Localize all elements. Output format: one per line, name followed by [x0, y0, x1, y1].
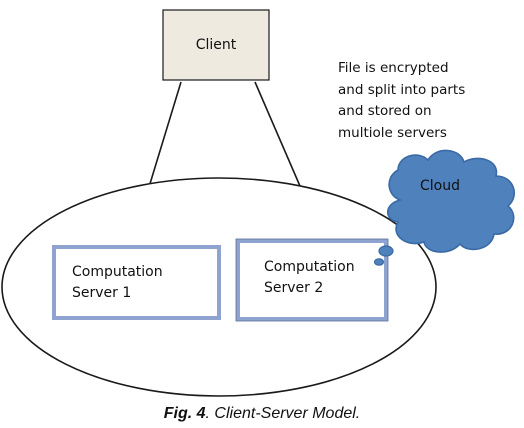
figure-caption: Fig. 4. Client-Server Model.: [0, 405, 524, 423]
client-label: Client: [195, 37, 237, 53]
server-2-label: Computation Server 2: [264, 257, 355, 299]
server-2-box-outline: [235, 238, 389, 322]
server-2-label-line1: Computation: [264, 259, 355, 275]
server-1-box: [52, 245, 221, 320]
client-connector-left: [148, 81, 182, 188]
cloud-icon: [373, 149, 516, 266]
note-line: and split into parts: [338, 81, 466, 98]
server-1-label-line2: Server 1: [72, 285, 132, 301]
figure-number: Fig. 4: [163, 405, 206, 422]
cloud-label: Cloud: [420, 178, 460, 194]
server-1-label: Computation Server 1: [72, 262, 163, 304]
client-connector-right: [254, 81, 304, 194]
note-line: File is encrypted: [338, 60, 449, 76]
server-2-label-line2: Server 2: [264, 280, 324, 296]
server-2-box: [236, 239, 388, 321]
note-line: and stored on: [338, 103, 432, 119]
encryption-note: File is encrypted and split into parts a…: [338, 58, 518, 144]
server-1-label-line1: Computation: [72, 264, 163, 280]
figure-caption-text: . Client-Server Model.: [205, 405, 361, 422]
client-box: [162, 9, 270, 81]
note-line: multiole servers: [338, 124, 447, 141]
